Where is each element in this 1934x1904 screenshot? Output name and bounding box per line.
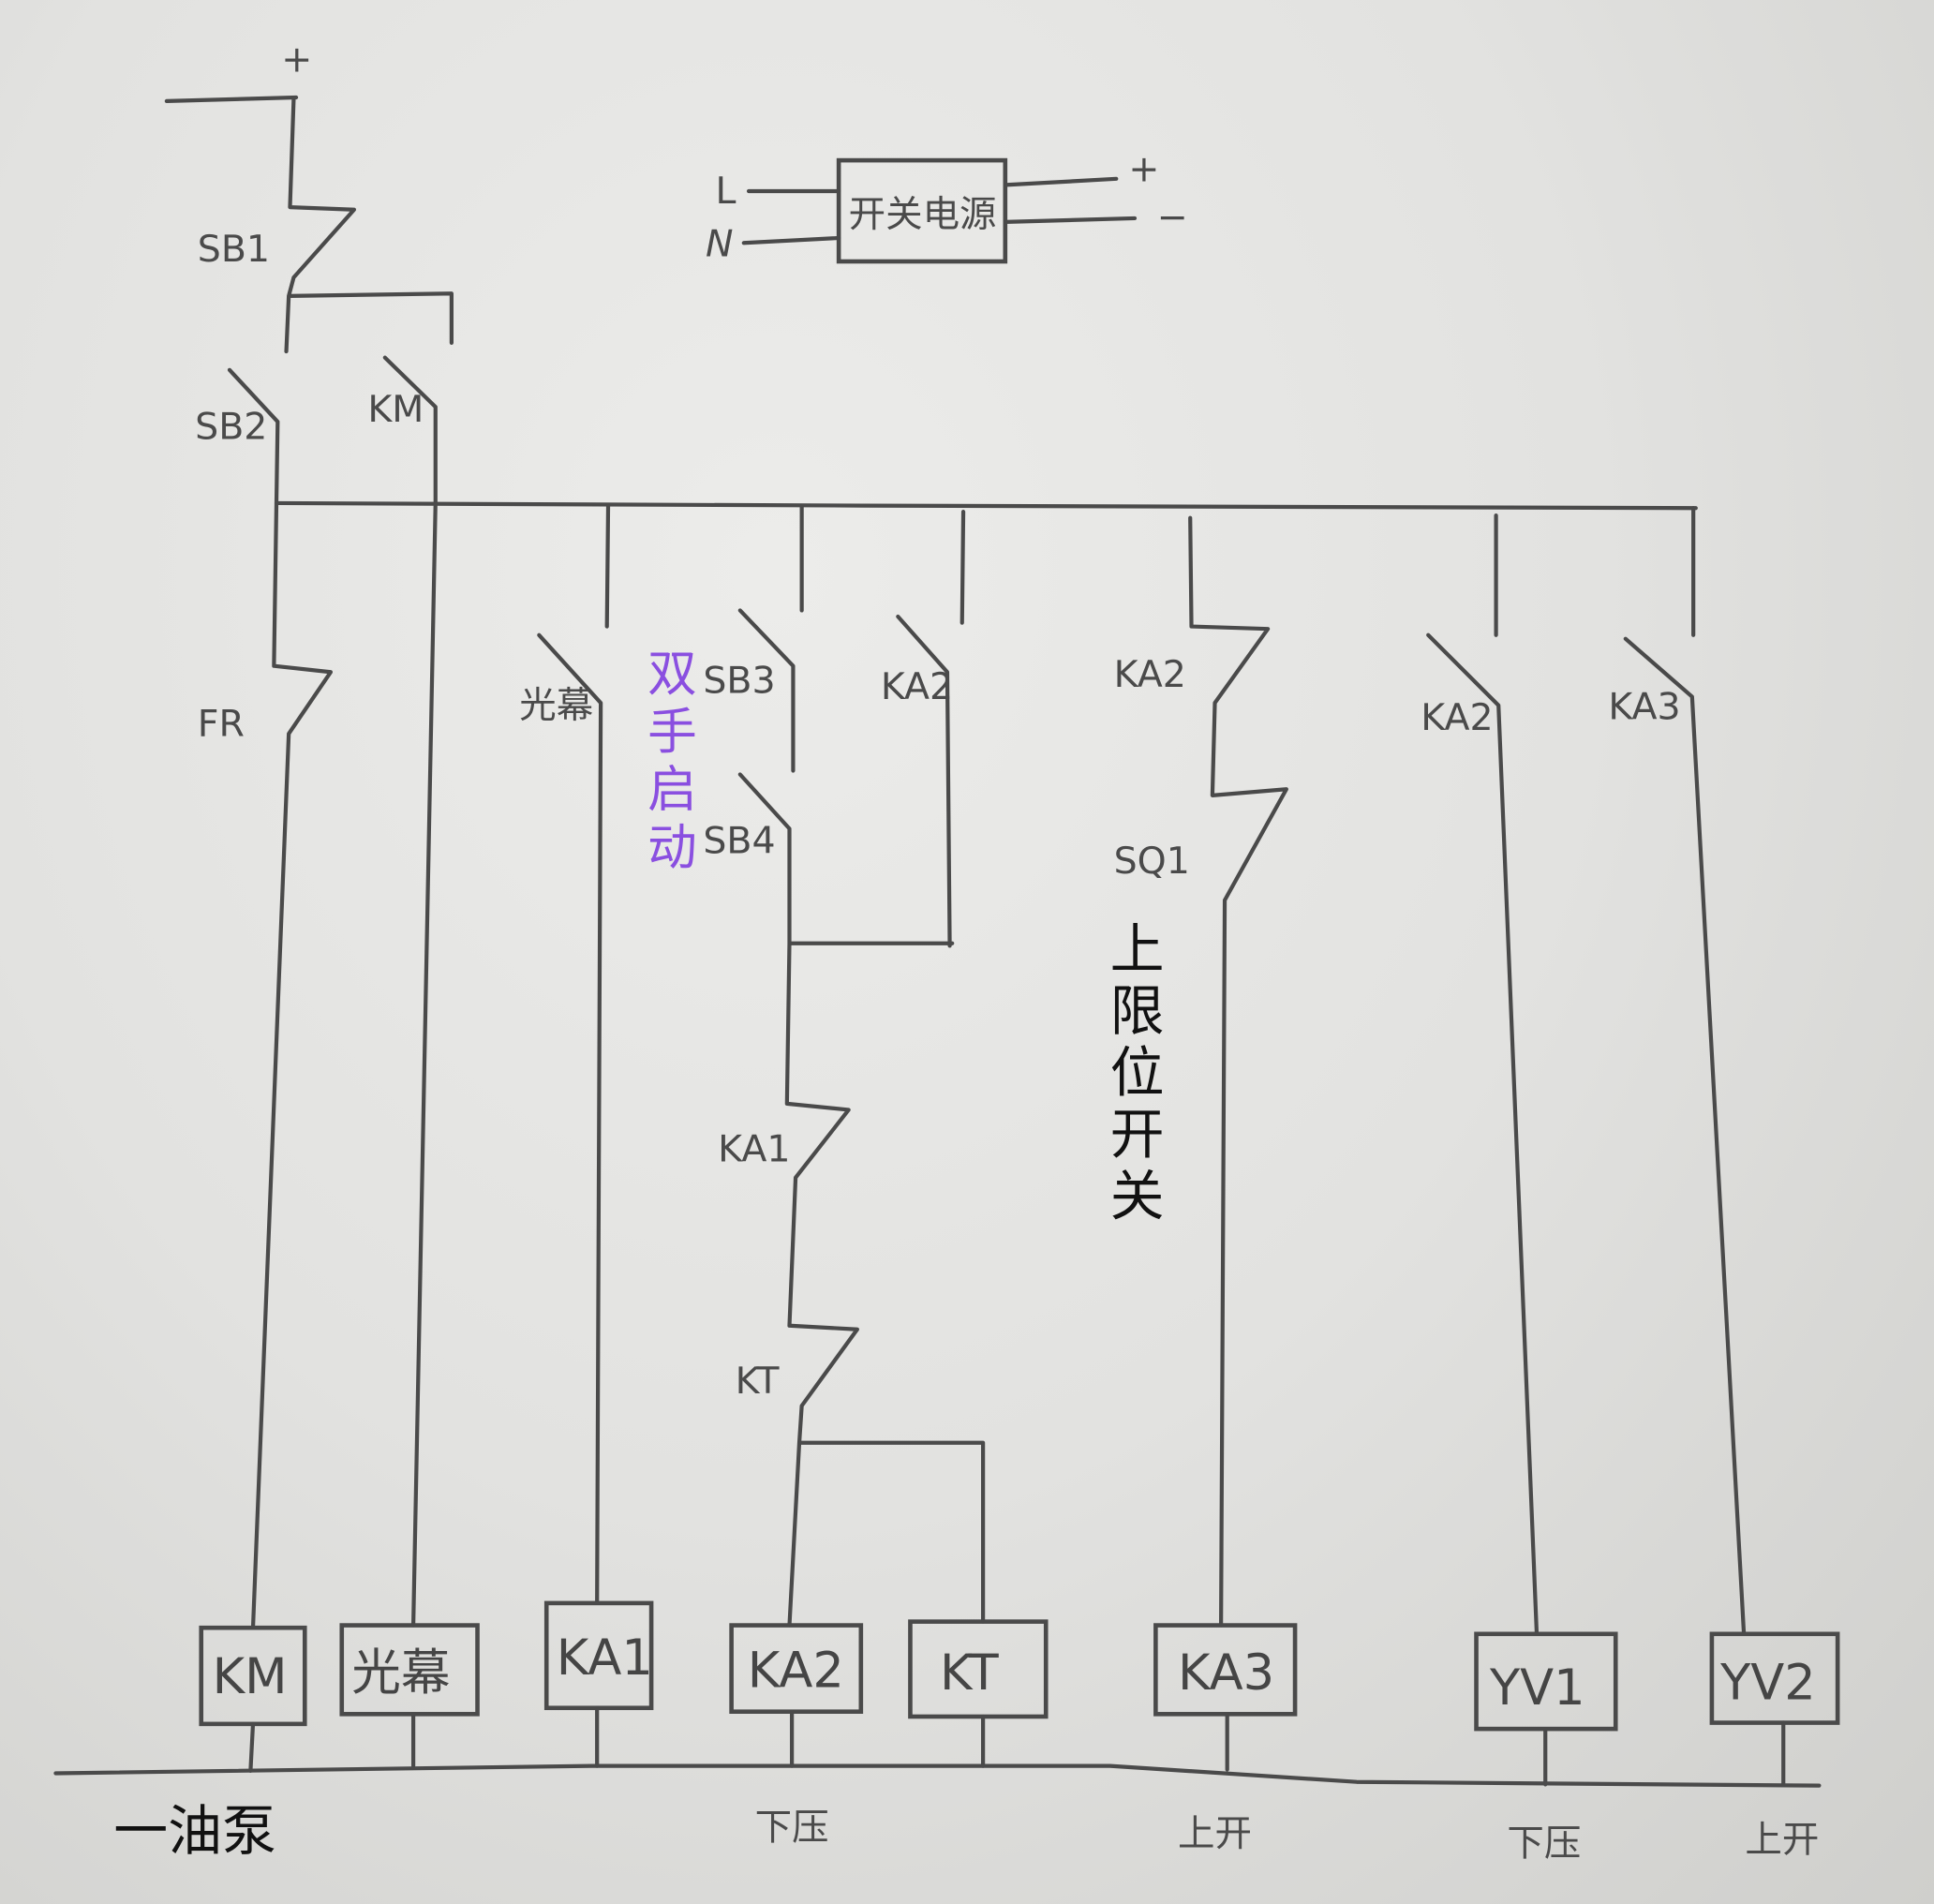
oil-pump-label: 一油泵 xyxy=(113,1799,276,1863)
power-supply-box xyxy=(836,157,1008,264)
annotation-char: 上 xyxy=(1110,917,1165,981)
km-label: KM xyxy=(367,388,424,431)
two-hand-start-rung xyxy=(737,503,986,1628)
annotation-char: 限 xyxy=(1110,979,1165,1043)
ka2-yv1-label: KA2 xyxy=(1421,696,1493,739)
ka3-yv2-label: KA3 xyxy=(1608,685,1680,728)
input-n-label: N xyxy=(706,223,734,266)
coil-label: KA2 xyxy=(748,1642,844,1699)
sb3-label: SB3 xyxy=(703,660,775,703)
two-hand-start-annotation: 双 手 启 动 xyxy=(647,646,697,877)
up-label-2: 上开 xyxy=(1745,1819,1819,1862)
sb1-contact xyxy=(284,97,454,354)
annotation-char: 手 xyxy=(647,704,697,761)
light-curtain-contact-label: 光幕 xyxy=(519,684,593,727)
light-curtain-contact xyxy=(537,503,611,1605)
output-neg-label: − xyxy=(1157,196,1188,239)
sq1-label: SQ1 xyxy=(1114,840,1190,883)
light-curtain-wire xyxy=(410,500,438,1628)
up-label-1: 上开 xyxy=(1178,1812,1252,1855)
km-contact xyxy=(382,355,438,506)
coil-label: 光幕 xyxy=(351,1644,450,1702)
power-supply-wires xyxy=(741,176,1138,245)
annotation-char: 关 xyxy=(1110,1164,1165,1227)
input-l-label: L xyxy=(716,170,736,213)
coil-label: KM xyxy=(213,1648,288,1705)
annotation-char: 开 xyxy=(1110,1103,1165,1167)
ka2-nc-label: KA2 xyxy=(1114,653,1186,696)
sb4-label: SB4 xyxy=(703,820,775,863)
coil-light-curtain xyxy=(339,1623,480,1717)
coil-label: KT xyxy=(940,1644,999,1702)
annotation-char: 启 xyxy=(647,762,697,819)
coil-label: YV1 xyxy=(1489,1659,1585,1717)
ka2-hold-contact xyxy=(896,510,966,948)
output-pos-label: + xyxy=(1128,147,1159,190)
coil-yv2 xyxy=(1709,1631,1840,1725)
annotation-char: 位 xyxy=(1110,1041,1165,1105)
upper-limit-rung xyxy=(1188,515,1288,1628)
positive-rail xyxy=(164,95,299,104)
return-rail xyxy=(53,1763,1822,1788)
sb2-contact xyxy=(227,367,280,506)
annotation-char: 动 xyxy=(647,820,697,877)
ka3-yv2-contact xyxy=(1623,506,1747,1636)
top-positive-label: + xyxy=(281,37,312,81)
coil-label: KA1 xyxy=(557,1629,653,1687)
coil-kt xyxy=(908,1619,1049,1719)
upper-limit-annotation: 上 限 位 开 关 xyxy=(1110,917,1165,1227)
power-supply-label: 开关电源 xyxy=(849,193,997,236)
ka2-yv1-contact xyxy=(1426,513,1540,1636)
sb1-label: SB1 xyxy=(198,228,270,271)
annotation-char: 双 xyxy=(647,646,697,703)
coil-ka2 xyxy=(729,1623,864,1714)
coil-label: YV2 xyxy=(1719,1655,1816,1712)
ka1-contact-label: KA1 xyxy=(718,1128,790,1171)
ka2-hold-label: KA2 xyxy=(881,665,953,708)
sb2-label: SB2 xyxy=(195,406,267,449)
fr-label: FR xyxy=(198,703,245,746)
coil-label: KA3 xyxy=(1178,1644,1274,1702)
fr-contact xyxy=(250,500,334,1630)
power-supply: 开关电源 L N + − xyxy=(706,147,1188,265)
coils: KM 光幕 KA1 KA2 KT KA3 YV1 YV2 xyxy=(199,1600,1840,1787)
press-down-label-1: 下压 xyxy=(755,1807,829,1850)
control-bus xyxy=(275,500,1698,511)
kt-contact-label: KT xyxy=(736,1360,781,1403)
coil-return-wires xyxy=(248,1705,1786,1787)
press-down-label-2: 下压 xyxy=(1507,1822,1581,1866)
